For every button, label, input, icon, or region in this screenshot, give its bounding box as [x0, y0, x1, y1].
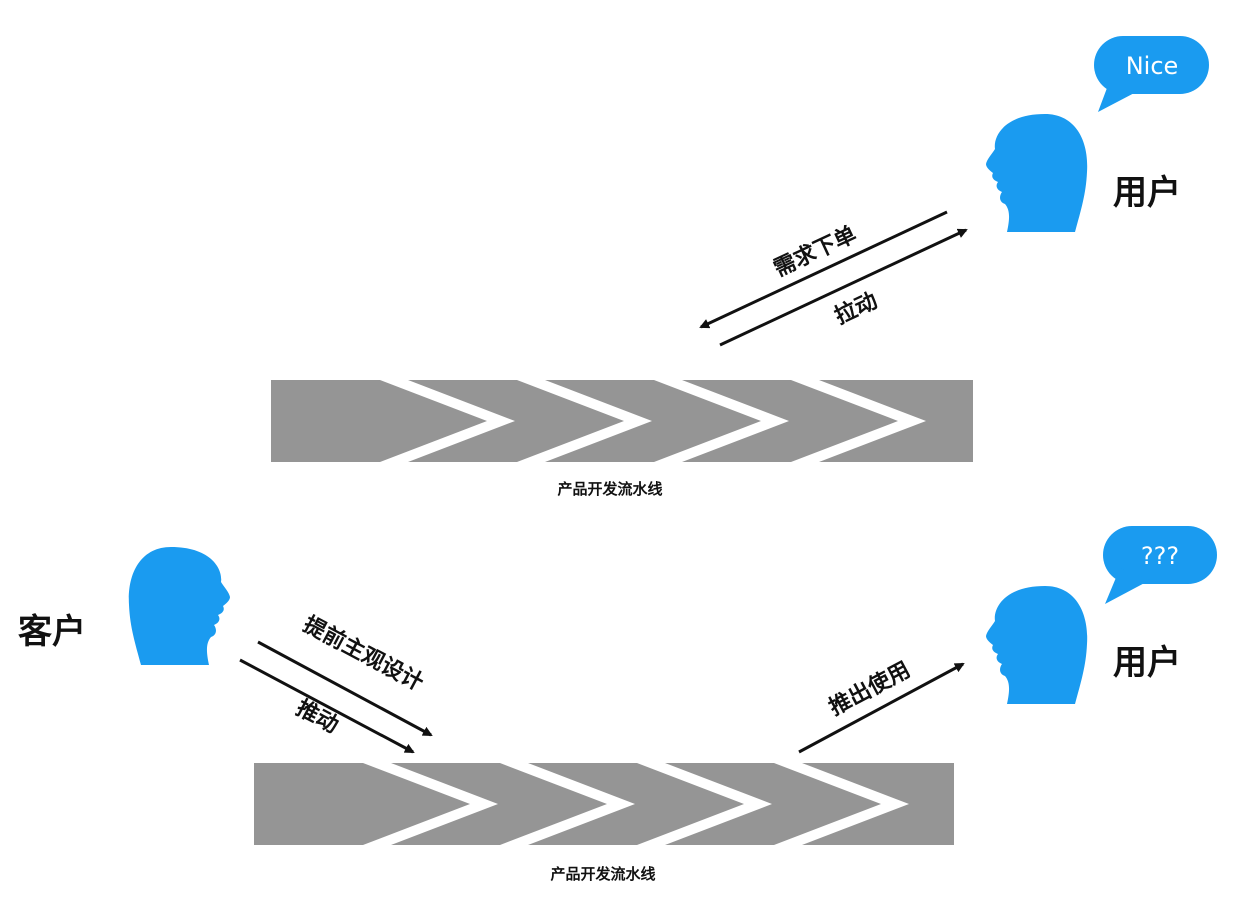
- user-label: 用户: [1113, 173, 1181, 213]
- pipeline-segment: [682, 380, 898, 462]
- bubble-text: Nice: [1126, 52, 1179, 80]
- arrow-push: [239, 658, 415, 754]
- bubble-text: ???: [1141, 542, 1179, 570]
- client-label: 客户: [18, 612, 86, 652]
- arrow-design: [257, 640, 433, 737]
- pipeline-segment: [545, 380, 761, 462]
- pipeline-segment: [408, 380, 624, 462]
- arrow-push-label: 推动: [292, 696, 343, 739]
- bubble-body: [1094, 36, 1209, 94]
- speech-bubble-nice: Nice: [1094, 36, 1209, 112]
- arrow-release-label: 推出使用: [825, 658, 914, 721]
- pipeline-top: [271, 380, 973, 462]
- client-head-icon: [128, 547, 230, 665]
- pipeline-segment: [271, 380, 487, 462]
- pipeline-top-label: 产品开发流水线: [557, 480, 662, 498]
- arrow-design-label: 提前主观设计: [299, 611, 428, 696]
- pipeline-bottom: [254, 763, 954, 845]
- user-label: 用户: [1113, 643, 1181, 683]
- bottom-scene: 客户 提前主观设计 推动 产品开发流水线 推出使用 ??? 用户: [18, 526, 1217, 883]
- speech-bubble-question: ???: [1103, 526, 1217, 604]
- arrow-demand-order: [699, 210, 948, 329]
- pipeline-segment: [254, 763, 470, 845]
- bubble-tail: [1098, 80, 1140, 112]
- arrow-release: [798, 662, 965, 754]
- pipeline-bottom-label: 产品开发流水线: [550, 865, 655, 883]
- pipeline-segment: [391, 763, 607, 845]
- bubble-tail: [1105, 568, 1150, 604]
- pipeline-segment: [528, 763, 744, 845]
- pipeline-segment: [802, 763, 954, 845]
- pipeline-segment: [819, 380, 973, 462]
- user-head-icon: [986, 586, 1088, 704]
- top-scene: Nice 用户 需求下单 拉动 产品开发流水线: [271, 36, 1209, 498]
- pipeline-segment: [665, 763, 881, 845]
- user-head-icon: [986, 114, 1088, 232]
- arrow-pull: [719, 228, 968, 347]
- arrow-pull-label: 拉动: [831, 288, 882, 330]
- bubble-body: [1103, 526, 1217, 584]
